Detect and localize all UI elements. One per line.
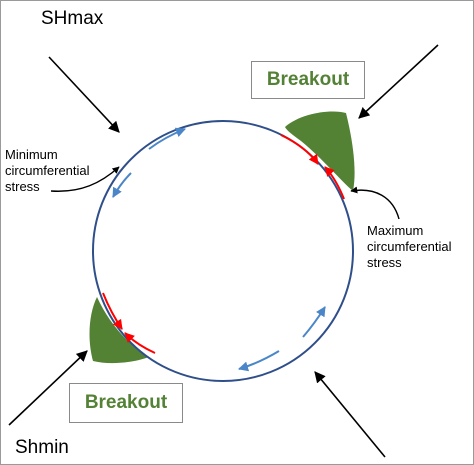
shmax-arrow-top-left (48, 56, 120, 133)
min-stress-pointer (50, 166, 120, 192)
compressive-arrow (102, 292, 123, 330)
shmax-arrow-bottom-right (314, 371, 386, 458)
tensile-arrow (302, 306, 326, 338)
min-stress-line: stress (5, 179, 40, 194)
compressive-arrow (124, 332, 156, 354)
borehole-circle (92, 120, 354, 382)
shmin-arrow-top-right (358, 44, 439, 119)
breakout-label-top: Breakout (251, 61, 365, 99)
max-stress-line: Maximum (367, 223, 424, 238)
tensile-arrow (238, 350, 280, 372)
tensile-arrow (148, 127, 186, 150)
max-stress-pointer (350, 186, 400, 220)
tensile-arrow (112, 172, 132, 198)
compressive-arrow (280, 134, 319, 165)
min-stress-label: Minimum circumferential stress (5, 147, 90, 195)
min-stress-line: Minimum (5, 147, 58, 162)
max-stress-line: stress (367, 255, 402, 270)
shmax-label: SHmax (41, 8, 104, 29)
compressive-arrow (324, 166, 345, 200)
shmin-arrow-bottom-left (8, 350, 88, 426)
max-stress-label: Maximum circumferential stress (367, 223, 452, 271)
max-stress-line: circumferential (367, 239, 452, 254)
min-stress-line: circumferential (5, 163, 90, 178)
shmin-label: Shmin (15, 437, 69, 458)
breakout-shape-upper-right (285, 111, 355, 191)
breakout-label-bottom: Breakout (69, 383, 183, 423)
